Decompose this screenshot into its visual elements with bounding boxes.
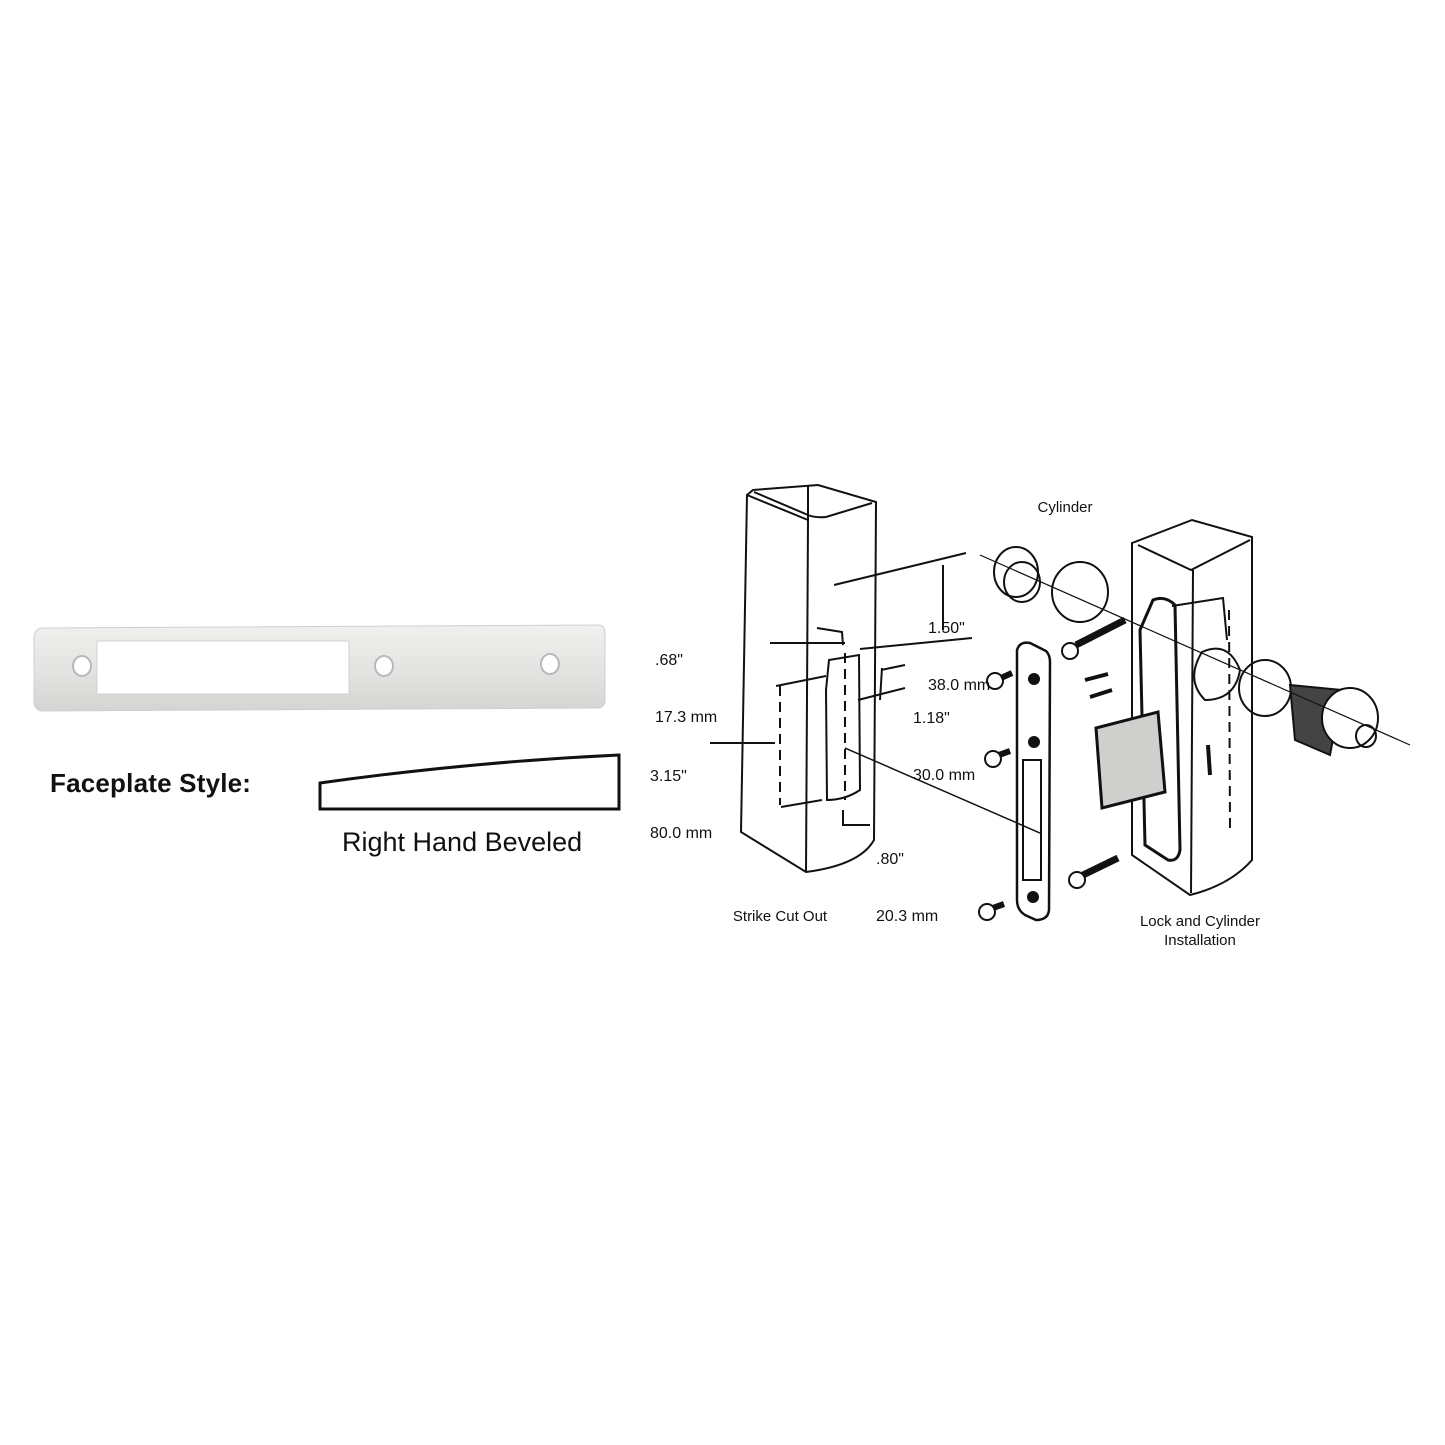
cylinder-label: Cylinder	[1037, 499, 1093, 516]
dimension-label-3-15: 3.15" 80.0 mm	[650, 768, 713, 842]
strike-plate	[1015, 641, 1052, 922]
dimension-label-1-18: 1.18" 30.0 mm	[913, 710, 976, 784]
faceplate-style-label: Faceplate Style:	[50, 768, 252, 798]
screws-icon	[978, 616, 1127, 921]
strike-cutout-caption: Strike Cut Out	[732, 908, 828, 925]
dimension-label-0-68: .68" 17.3 mm	[655, 652, 718, 726]
dimension-label-0-80: .80" 20.3 mm	[876, 851, 939, 925]
lock-jamb-tube	[1094, 518, 1253, 897]
lock-installation-caption: Lock and Cylinder Installation	[1139, 913, 1261, 949]
bevel-style-caption: Right Hand Beveled	[342, 827, 583, 857]
cylinder-parts	[979, 546, 1411, 757]
strike-jamb-tube	[710, 483, 1041, 874]
dimension-label-1-50: 1.50" 38.0 mm	[928, 620, 991, 694]
